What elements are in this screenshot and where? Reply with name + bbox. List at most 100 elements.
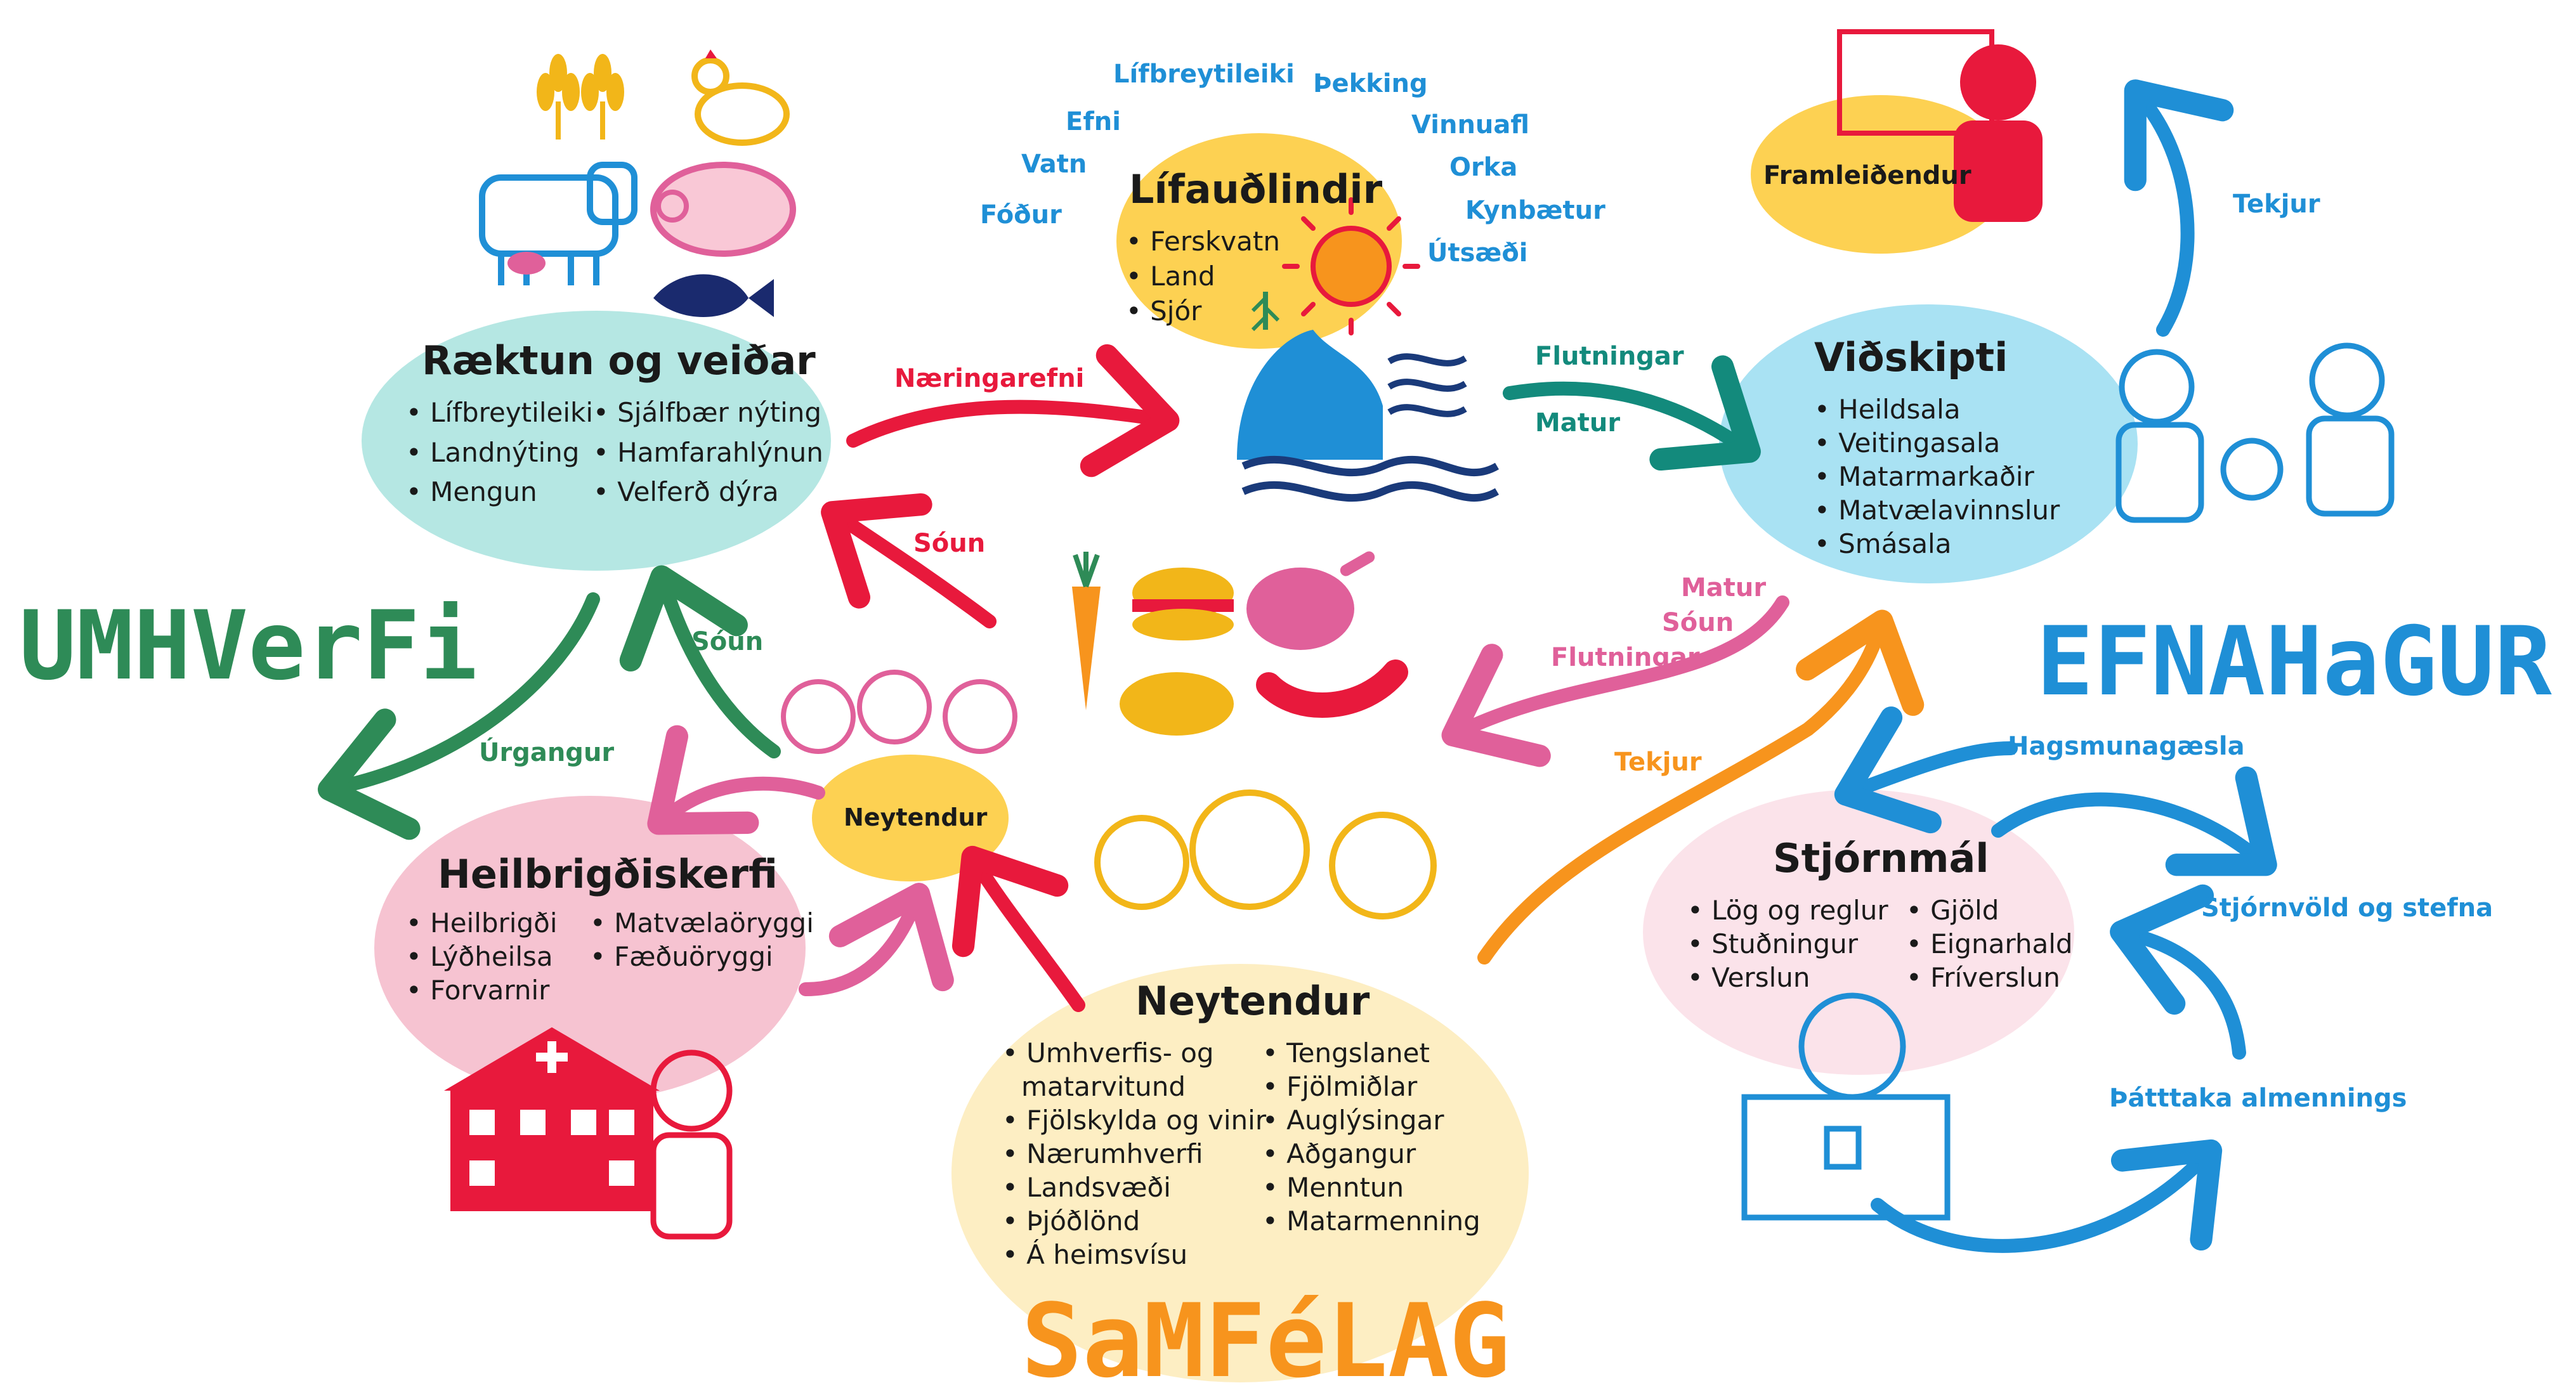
lifaudlindir-item: • Ferskvatn [1126, 226, 1280, 257]
lifaudlindir-title: Lífauðlindir [1129, 166, 1383, 212]
sausage-icon [1256, 659, 1408, 718]
arrow-neytendur-to-heilbrigdi [647, 725, 825, 835]
framleidendur-title: Framleiðendur [1763, 161, 1971, 190]
vidskipti-item: • Matarmarkaðir [1814, 461, 2034, 492]
input-label: Þekking [1313, 69, 1428, 98]
flow-label-thattaka: Þátttaka almennings [2109, 1084, 2407, 1113]
flow-label-matur: Matur [1681, 573, 1766, 602]
arrow-neytendur-up [951, 845, 1085, 1012]
lifaudlindir-item: • Land [1126, 261, 1215, 292]
stjornmal-item: • Lög og reglur [1687, 895, 1888, 926]
input-label: Vatn [1021, 150, 1087, 179]
neytendur-item: • Fjölskylda og vinir [1002, 1105, 1267, 1136]
heilbrigdi-item: • Matvælaöryggi [590, 907, 814, 939]
stjornmal-item: • Verslun [1687, 962, 1810, 993]
flow-label-flutningar: Flutningar [1551, 643, 1700, 672]
neytendur-item: matarvitund [1021, 1071, 1186, 1102]
chicken-icon [691, 49, 790, 146]
carrot-icon [1072, 552, 1101, 710]
input-label: Útsæði [1427, 237, 1528, 268]
traders-icon [2115, 342, 2395, 523]
input-label: Efni [1066, 107, 1121, 136]
neytendur-item: • Þjóðlönd [1002, 1205, 1140, 1237]
neytendur-item: • Fjölmiðlar [1262, 1071, 1418, 1102]
input-label: Vinnuafl [1411, 110, 1529, 140]
cow-icon [479, 162, 637, 285]
heilbrigdi-item: • Lýðheilsa [406, 941, 553, 972]
domain-umhverfi: UMHVerFi [19, 591, 477, 701]
arrow-flutningar-matur [1503, 355, 1761, 471]
neytendur-item: • Aðgangur [1262, 1138, 1416, 1169]
hospital-icon [444, 1027, 660, 1211]
flow-label-souun: Sóun [913, 529, 985, 558]
stjornmal-item: • Gjöld [1906, 895, 1999, 926]
island-waves-icon [1237, 292, 1500, 502]
vidskipti-title: Viðskipti [1814, 334, 2008, 380]
neytendur-item: • Matarmenning [1262, 1205, 1481, 1237]
wheat-icon [537, 54, 624, 140]
neytendur-item: • Nærumhverfi [1002, 1138, 1203, 1169]
arrow-souun-lower [619, 565, 781, 758]
flow-label-matur: Matur [1535, 408, 1620, 438]
heilbrigdi-item: • Heilbrigði [406, 907, 558, 939]
flow-label-stjornvold: Stjórnvöld og stefna [2201, 893, 2493, 923]
vidskipti-item: • Matvælavinnslur [1814, 495, 2060, 526]
neytendur-item: • Auglýsingar [1262, 1105, 1444, 1136]
arrow-urgangur [317, 592, 600, 840]
neytendur-title: Neytendur [1135, 978, 1370, 1024]
heilbrigdi-item: • Forvarnir [406, 975, 550, 1006]
arrow-tekjur-top [2124, 79, 2234, 337]
sun-icon [1282, 197, 1420, 335]
raektun-item: • Landnýting [406, 437, 579, 468]
flow-label-hagsmunagaesla: Hagsmunagæsla [2008, 732, 2245, 761]
producer-icon [1837, 29, 2043, 222]
fish-icon [653, 274, 774, 317]
burger-icon [1132, 568, 1234, 640]
flow-label-tekjur: Tekjur [1614, 748, 1702, 777]
arrow-tekjur-mid [1477, 609, 1925, 965]
domain-samfelag: SaMFéLAG [1021, 1282, 1510, 1390]
heilbrigdiskerfi-title: Heilbrigðiskerfi [438, 851, 778, 897]
nurse-icon [650, 1049, 733, 1240]
politician-icon [1741, 992, 1951, 1221]
flow-label-souun: Sóun [691, 627, 763, 656]
stjornmal-title: Stjórnmál [1773, 835, 1989, 881]
arrow-hagsmunagaesla [1834, 706, 2018, 834]
heilbrigdiskerfi-bubble [374, 796, 806, 1100]
neytendur-small-title: Neytendur [844, 803, 988, 831]
chicken-leg-icon [1246, 551, 1375, 650]
flow-label-tekjur: Tekjur [2233, 190, 2320, 219]
raektun-item: • Mengun [406, 476, 537, 507]
arrow-stjornvold [1991, 766, 2277, 876]
vidskipti-bubble [1719, 304, 2138, 583]
vidskipti-item: • Veitingasala [1814, 427, 2000, 458]
flow-label-urgangur: Úrgangur [479, 737, 614, 767]
flow-label-naeringarefni: Næringarefni [894, 364, 1084, 393]
raektun-title: Ræktun og veiðar [422, 337, 816, 384]
heilbrigdi-item: • Fæðuöryggi [590, 941, 773, 972]
input-label: Orka [1449, 153, 1517, 182]
pig-icon [650, 162, 796, 257]
neytendur-item: • Menntun [1262, 1172, 1404, 1203]
neytendur-item: • Umhverfis- og [1002, 1037, 1214, 1068]
input-label: Lífbreytileiki [1113, 60, 1295, 89]
neytendur-item: • Tengslanet [1262, 1037, 1430, 1068]
raektun-item: • Lífbreytileiki [406, 397, 593, 428]
raektun-bubble [362, 311, 831, 571]
neytendur-bubble [951, 964, 1529, 1382]
input-label: Fóður [980, 200, 1062, 230]
arrow-heilbrigdi-to-neytendur [799, 883, 954, 996]
flow-label-flutningar: Flutningar [1535, 342, 1684, 371]
stjornmal-bubble [1643, 789, 2074, 1075]
arrow-souun-upper [821, 493, 997, 628]
stjornmal-item: • Stuðningur [1687, 928, 1859, 959]
raektun-item: • Sjálfbær nýting [593, 397, 821, 428]
raektun-item: • Velferð dýra [593, 476, 779, 507]
stjornmal-item: • Eignarhald [1906, 928, 2073, 959]
arrow-naeringarefni [846, 344, 1180, 477]
lifaudlindir-item: • Sjór [1126, 296, 1202, 327]
bread-icon [1120, 672, 1234, 736]
consumers-big-icon [1094, 789, 1437, 919]
flow-label-souun: Sóun [1662, 608, 1734, 637]
